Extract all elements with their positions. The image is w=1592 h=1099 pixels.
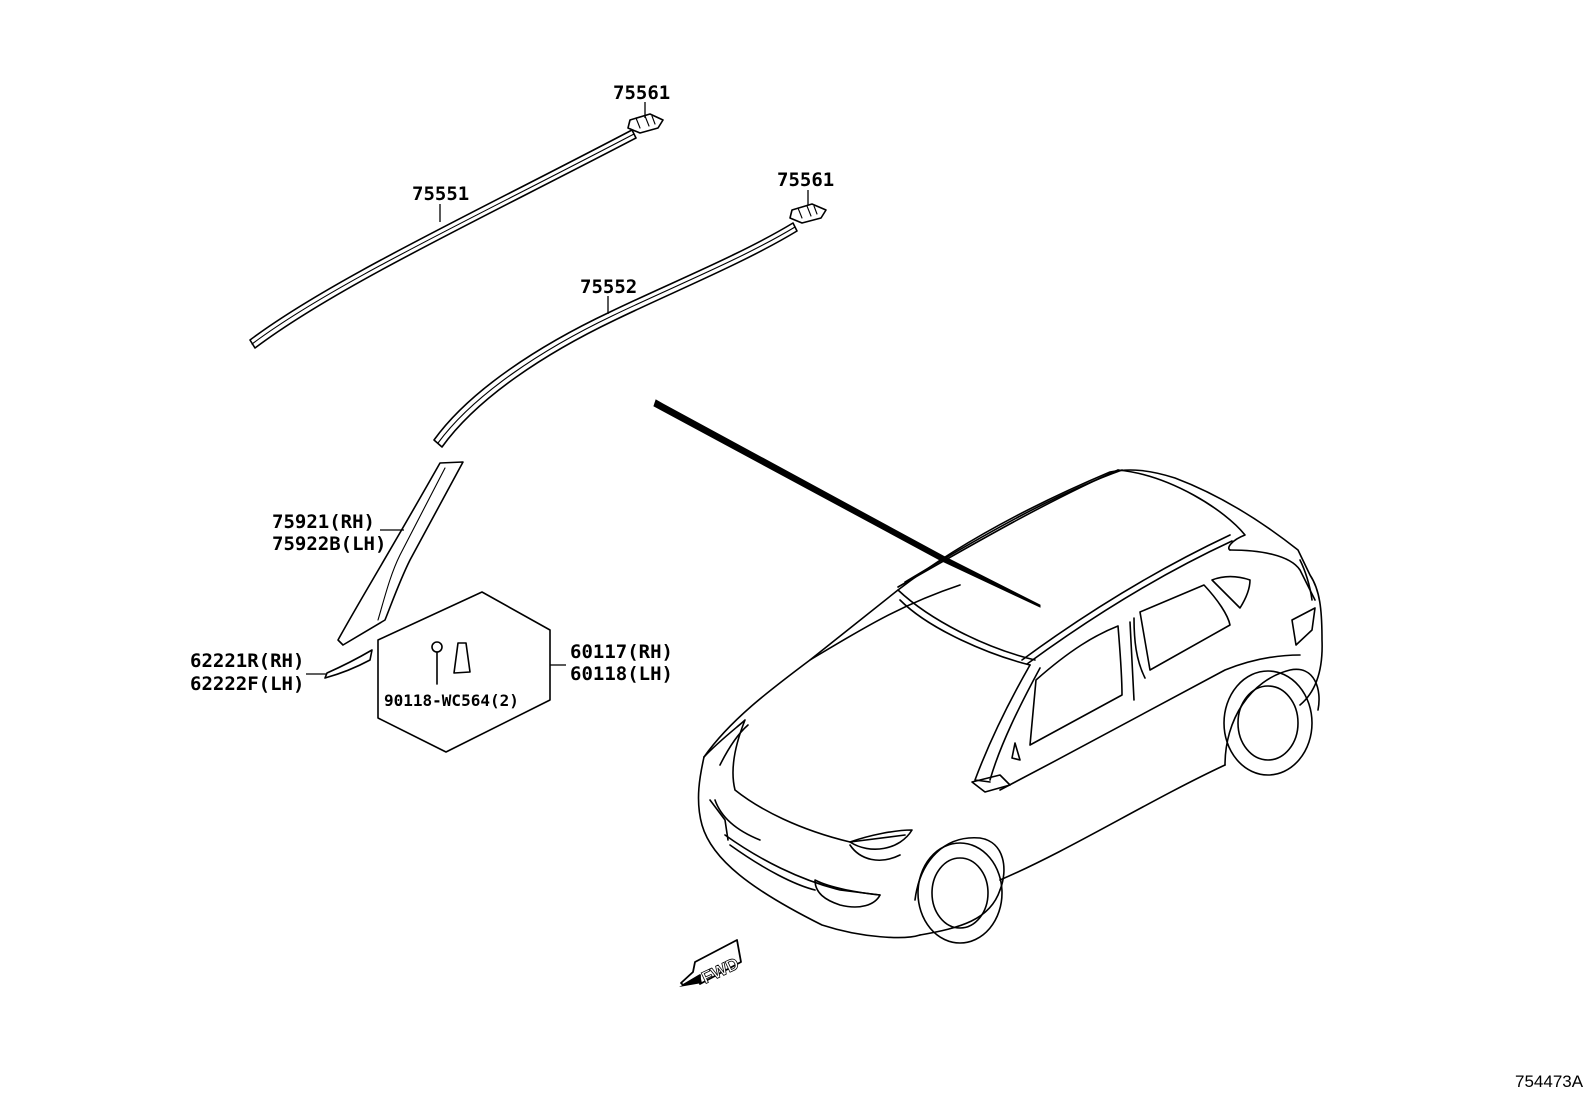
label-pillar-garnish-rh: 75921(RH) [272,511,375,533]
fwd-arrow-icon: FWD [679,939,742,988]
label-cowl-seal-rh: 62221R(RH) [190,650,304,672]
label-pillar-garnish-lh: 75922B(LH) [272,533,386,555]
label-clip-upper: 75561 [613,82,670,104]
location-pointer [653,399,1041,608]
clip-upper-part[interactable] [627,113,664,134]
clip-lower-part[interactable] [789,203,827,224]
label-bracket-lh: 60118(LH) [570,663,673,685]
screw-icon [431,641,443,685]
cowl-seal-part[interactable] [324,649,373,679]
label-clip-lower: 75561 [777,169,834,191]
roof-molding-lh-part[interactable] [433,222,798,448]
bracket-icon [453,642,471,674]
label-bracket-rh: 60117(RH) [570,641,673,663]
label-roof-molding-rh: 75551 [412,183,469,205]
roof-molding-rh-part[interactable] [249,129,637,349]
label-screw: 90118-WC564(2) [384,691,519,710]
label-cowl-seal-lh: 62222F(LH) [190,673,304,695]
vehicle-illustration [697,469,1323,944]
leader-lines [306,102,809,675]
bracket-detail-hexagon [377,591,551,753]
label-roof-molding-lh: 75552 [580,276,637,298]
illustration-number: 754473A [1515,1072,1584,1091]
pillar-garnish-part[interactable] [337,461,464,646]
